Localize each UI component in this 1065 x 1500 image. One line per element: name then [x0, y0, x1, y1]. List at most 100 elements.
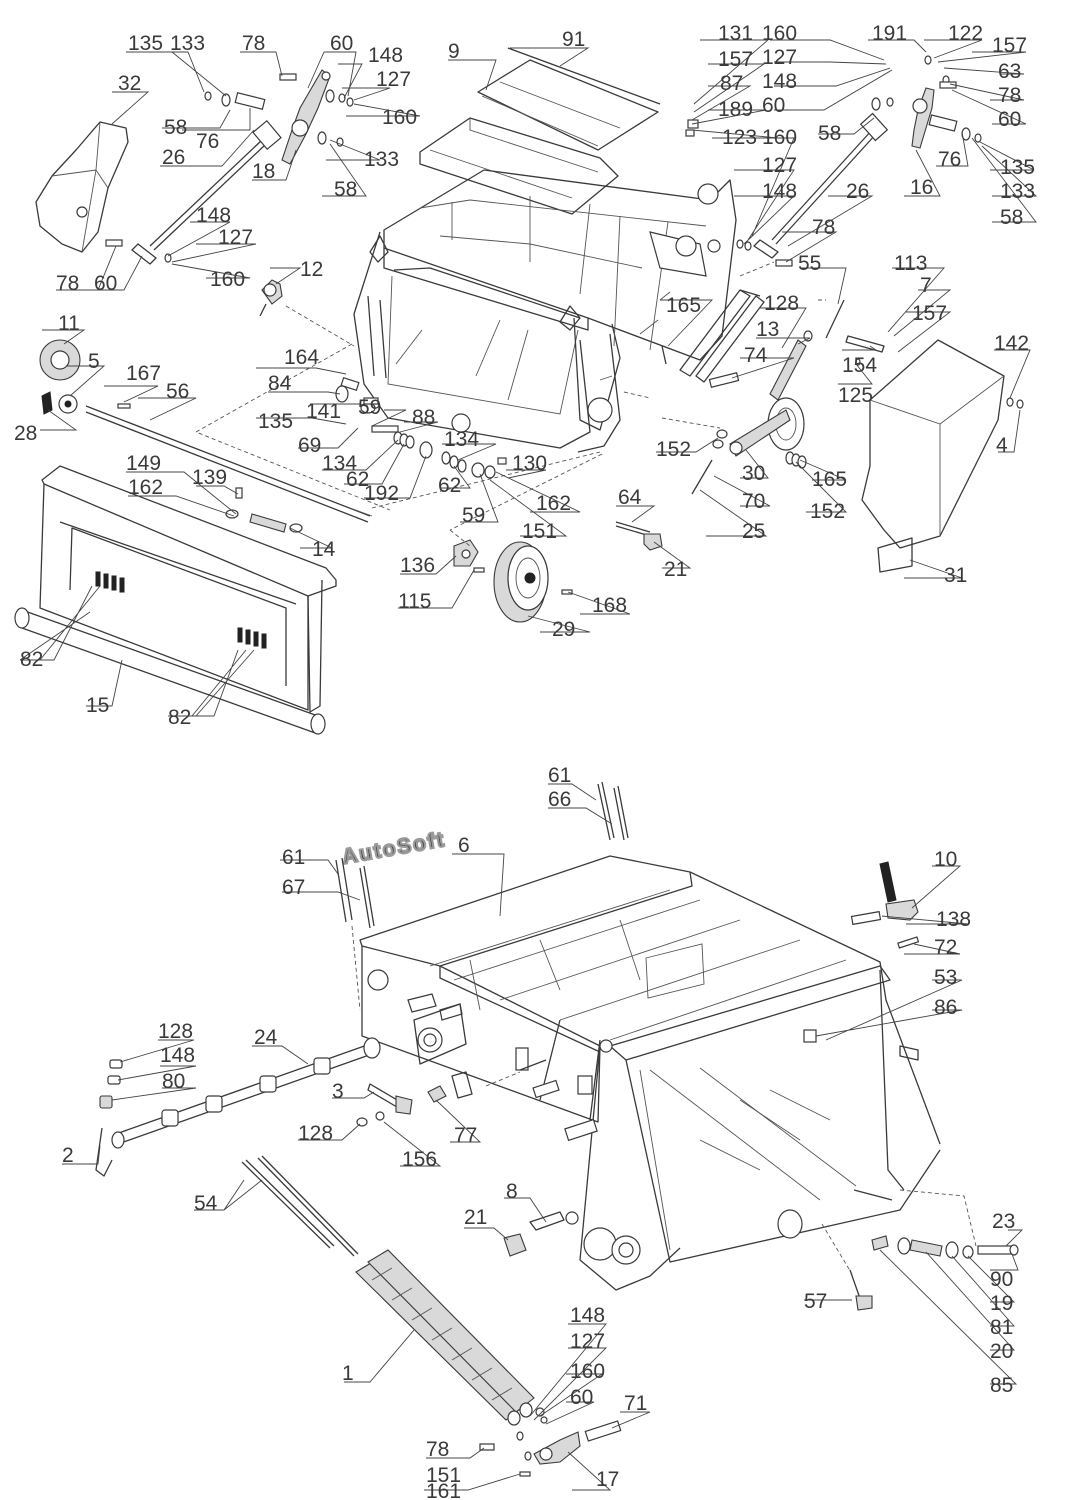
callout-160-bottom: 160	[570, 1360, 605, 1383]
callout-74: 74	[744, 344, 768, 367]
callout-138: 138	[936, 908, 971, 931]
callout-78-right-rod: 78	[812, 216, 835, 239]
callout-59-right: 59	[462, 504, 485, 527]
part-3-bracket	[367, 1083, 413, 1115]
callout-148-top-right: 148	[762, 70, 797, 93]
callout-165-upper: 165	[666, 294, 701, 317]
part-12-bracket	[259, 279, 283, 317]
part-54-rods	[241, 1155, 359, 1257]
callout-142: 142	[994, 332, 1029, 355]
callout-164: 164	[284, 346, 319, 369]
callout-76-left: 76	[196, 130, 219, 153]
callout-149: 149	[126, 452, 161, 475]
callout-9: 9	[448, 40, 460, 63]
callout-127-left-rod: 127	[218, 226, 253, 249]
callout-141: 141	[306, 400, 341, 423]
part-31-side-cover	[861, 339, 1005, 573]
callout-1: 1	[342, 1362, 354, 1385]
callout-70: 70	[742, 490, 765, 513]
callout-128-upper: 128	[764, 292, 799, 315]
part-1-spiked-roller	[355, 1249, 535, 1426]
callout-60-left-rod: 60	[94, 272, 117, 295]
leader-lines	[19, 39, 1038, 1491]
part-14-spring	[225, 487, 303, 533]
callout-157-right: 157	[912, 302, 947, 325]
callout-87: 87	[720, 72, 743, 95]
watermark: AutoSoft	[339, 827, 448, 870]
callout-82-left: 82	[20, 648, 43, 671]
callout-128-mid-lower: 128	[298, 1122, 333, 1145]
part-61-67-strips-left	[335, 857, 375, 929]
part-6-main-frame	[359, 855, 941, 1291]
callout-66: 66	[548, 788, 571, 811]
callout-148-left-lower: 148	[160, 1044, 195, 1067]
part-16-right-arm	[911, 87, 935, 149]
callout-81: 81	[990, 1316, 1013, 1339]
watermark-text: AutoSoft	[340, 828, 447, 869]
part-55-rod	[825, 299, 845, 339]
callout-76-right: 76	[938, 148, 961, 171]
callout-84: 84	[268, 372, 292, 395]
callout-135-right: 135	[1000, 156, 1035, 179]
callout-24: 24	[254, 1026, 278, 1049]
callout-19: 19	[990, 1292, 1013, 1315]
part-61-66-strips-upper	[597, 781, 629, 841]
callout-128-left: 128	[158, 1020, 193, 1043]
callout-156: 156	[402, 1148, 437, 1171]
callout-31: 31	[944, 564, 967, 587]
callout-82-right: 82	[168, 706, 191, 729]
callout-23: 23	[992, 1210, 1015, 1233]
part-56-shaft	[85, 405, 373, 523]
callout-133-upper-left: 133	[170, 32, 205, 55]
callout-148-left-rod: 148	[196, 204, 231, 227]
part-165-frame	[679, 289, 765, 383]
part-15-deflector-box	[14, 465, 337, 735]
part-152-washers	[712, 429, 807, 469]
part-21-block-lower	[503, 1233, 527, 1257]
part-71-pin	[584, 1420, 622, 1442]
callout-113: 113	[894, 252, 927, 275]
callout-123: 123	[722, 126, 757, 149]
part-64-21-brackets	[615, 521, 663, 551]
callout-67: 67	[282, 876, 305, 899]
part-77-fitting	[427, 1085, 447, 1103]
callout-labels: 135 133 78 60 148 127 160 91 9 32 58 76 …	[14, 22, 1035, 1500]
callout-157-top-mid: 157	[718, 48, 753, 71]
lower-small-hardware	[479, 1407, 548, 1477]
callout-90: 90	[990, 1268, 1013, 1291]
callout-127-right-rod: 127	[762, 154, 797, 177]
part-30-tensioner	[729, 397, 805, 457]
callout-160-right-rod: 160	[762, 126, 797, 149]
callout-63: 63	[998, 60, 1021, 83]
upper-dashed-guides	[194, 261, 826, 547]
lower-dashed-guides	[351, 925, 977, 1275]
callout-3: 3	[332, 1080, 344, 1103]
callout-154: 154	[842, 354, 877, 377]
callout-26-left: 26	[162, 146, 185, 169]
right-lower-hardware	[849, 1235, 1019, 1311]
callout-135-mid: 135	[258, 410, 293, 433]
callout-25: 25	[742, 520, 765, 543]
callout-167: 167	[126, 362, 161, 385]
callout-160-upper-left: 160	[382, 106, 417, 129]
callout-18: 18	[252, 160, 275, 183]
callout-133-left-lower: 133	[364, 148, 399, 171]
callout-21-upper: 21	[664, 558, 687, 581]
callout-78-bottom: 78	[426, 1438, 449, 1461]
part-11-sprocket	[39, 339, 81, 414]
callout-134-right: 134	[444, 428, 479, 451]
callout-148-right-rod: 148	[762, 180, 797, 203]
callout-11: 11	[58, 312, 80, 335]
callout-80: 80	[162, 1070, 185, 1093]
callout-85: 85	[990, 1374, 1013, 1397]
part-2-hook	[95, 1127, 113, 1177]
callout-62-left: 62	[346, 468, 369, 491]
callout-151-bottom: 151	[426, 1464, 461, 1487]
callout-29: 29	[552, 618, 575, 641]
callout-127-upper-left: 127	[376, 68, 411, 91]
callout-77: 77	[454, 1124, 477, 1147]
part-32-side-cover	[35, 121, 129, 253]
callout-130: 130	[512, 452, 547, 475]
callout-14: 14	[312, 538, 336, 561]
part-136-flange	[453, 539, 479, 567]
